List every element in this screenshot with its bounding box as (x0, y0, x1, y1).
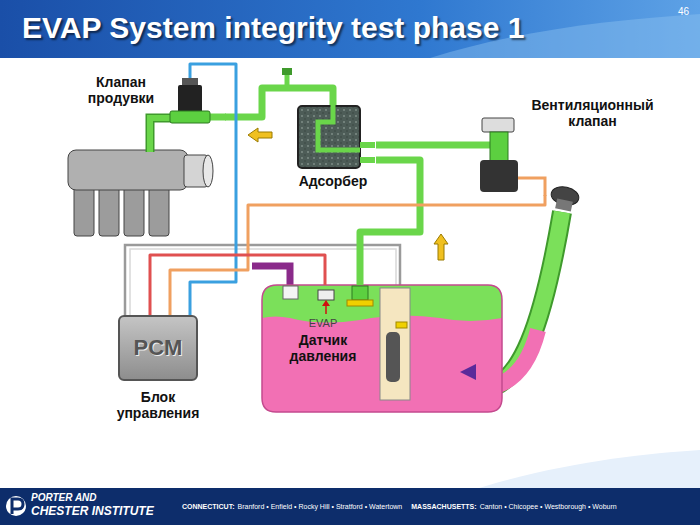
service-port (282, 68, 292, 75)
canister-pipe (318, 105, 360, 150)
vapour-pipe (360, 160, 420, 285)
node-label: Вентиляционный клапан (525, 97, 660, 129)
footer-state: CONNECTICUT: (182, 503, 235, 510)
node-label: Адсорбер (292, 173, 374, 189)
vent-wire (518, 178, 545, 196)
rollover-valve (347, 300, 373, 306)
purge-valve-body (170, 111, 210, 123)
vapour-pipe (376, 142, 470, 149)
footer-row: CONNECTICUT:Branford • Enfield • Rocky H… (182, 503, 617, 510)
footer-towns: Canton • Chicopee • Westborough • Woburn (480, 503, 617, 510)
canister-pipe (360, 145, 375, 160)
control-wire (190, 64, 236, 315)
filler-cap (555, 198, 573, 211)
footer-logo-text: PORTER AND (31, 492, 97, 503)
purge-valve-cap (182, 78, 198, 86)
purge-solenoid (178, 85, 202, 113)
fuel-pump-module (380, 288, 410, 400)
signal-wire (150, 255, 325, 315)
vent-valve-body (490, 132, 508, 162)
fuel-fitting (283, 286, 298, 299)
logo-mark (6, 496, 26, 516)
vent-valve-cap (482, 118, 514, 132)
fuel-tank (262, 285, 502, 412)
canister: Адсорбер (292, 105, 376, 195)
manifold-runner (99, 186, 119, 236)
node-label: Датчик давления (273, 332, 373, 364)
manifold-runner (124, 186, 144, 236)
pressure-sensor (318, 290, 334, 300)
node-label: Клапан продувки (75, 74, 167, 106)
manifold-runner (74, 186, 94, 236)
vent-solenoid (480, 160, 518, 192)
page-number: 46 (678, 6, 689, 17)
flow-arrow (434, 234, 448, 260)
flow-arrow (248, 128, 272, 142)
sensor-tag: EVAP (278, 317, 368, 330)
logo-mark (12, 499, 23, 514)
node-heading: Блок управления (98, 389, 218, 421)
control-module: PCM Блок управления (98, 315, 220, 445)
manifold-plenum (68, 150, 188, 190)
fuel-pump (386, 332, 400, 382)
check-valve (460, 364, 476, 380)
canister (298, 106, 360, 168)
fuel-tank: EVAP Датчик давления (262, 285, 502, 412)
slide-title: EVAP System integrity test phase 1 (22, 11, 524, 45)
vent-valve: Вентиляционный клапан (470, 95, 662, 195)
fuel-tank-outline (262, 285, 502, 412)
footer-state: MASSACHUSETTS: (411, 503, 476, 510)
manifold-runner (149, 186, 169, 236)
fuel (262, 285, 502, 412)
footer-logo-text: CHESTER INSTITUTE (31, 504, 154, 518)
rollover-valve (352, 286, 368, 300)
intake-manifold (68, 150, 213, 236)
fuel-level-float (396, 322, 407, 328)
sensor-pointer (322, 300, 330, 306)
throttle-body (203, 155, 213, 187)
footer-bar (0, 488, 700, 525)
title-bar (0, 0, 700, 58)
module-name: PCM (118, 315, 198, 381)
vent-pipe (470, 142, 492, 149)
footer-towns: Branford • Enfield • Rocky Hill • Stratf… (238, 503, 403, 510)
purge-valve: Клапан продувки (75, 72, 225, 128)
vapour-pipe (225, 88, 333, 117)
